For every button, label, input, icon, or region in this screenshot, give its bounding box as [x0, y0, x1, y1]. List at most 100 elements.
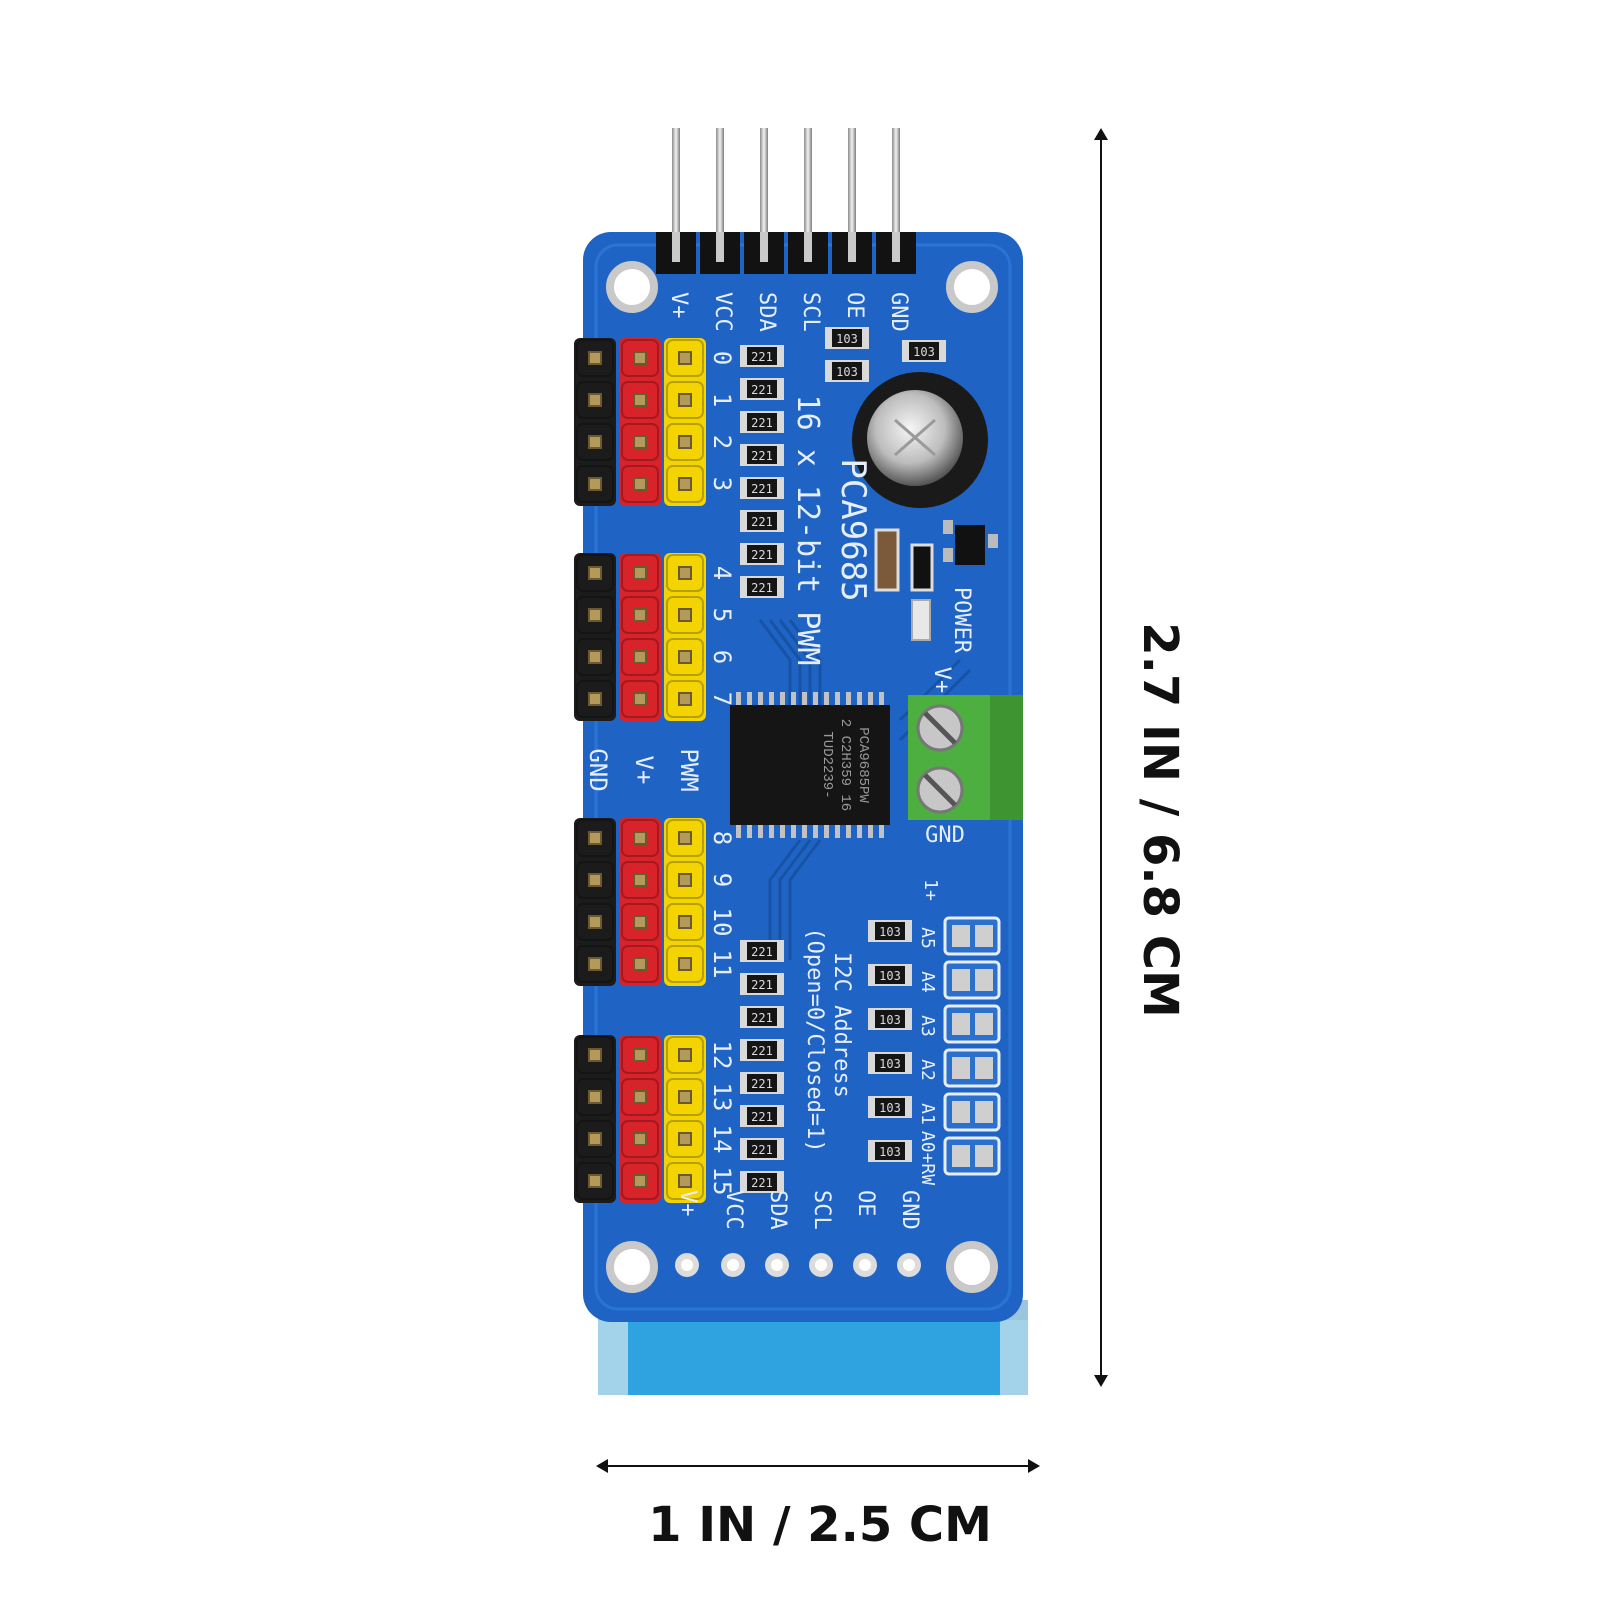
header-pin — [672, 128, 680, 258]
resistor-label: 103 — [879, 1057, 901, 1071]
channel-number: 10 — [708, 908, 736, 937]
column-label: V+ — [630, 756, 658, 785]
servo-header-pin — [588, 957, 602, 971]
terminal-gnd-label: GND — [925, 823, 965, 848]
servo-header-cell — [666, 465, 704, 503]
header-pin-base — [848, 232, 856, 262]
servo-header-cell — [621, 465, 659, 503]
mounting-hole — [606, 1241, 658, 1293]
header-pin-base — [716, 232, 724, 262]
channel-number: 2 — [708, 435, 736, 449]
mounting-hole — [946, 1241, 998, 1293]
resistor-label: 221 — [751, 1011, 773, 1025]
servo-header-pin — [588, 831, 602, 845]
servo-header-cell — [576, 1162, 614, 1200]
servo-header-pin — [678, 351, 692, 365]
servo-header-pin — [588, 650, 602, 664]
channel-number: 5 — [708, 608, 736, 622]
resistor-top — [875, 1098, 905, 1116]
resistor-label: 103 — [879, 1145, 901, 1159]
ic-leg — [868, 692, 873, 706]
servo-header-cell — [621, 1078, 659, 1116]
resistor-label: 221 — [751, 978, 773, 992]
resistor-top — [747, 1107, 777, 1125]
bottom-pin-label: SCL — [809, 1190, 834, 1230]
servo-header-cell — [621, 945, 659, 983]
resistor-label: 103 — [879, 1101, 901, 1115]
channel-number: 1 — [708, 393, 736, 407]
ic-leg — [835, 824, 840, 838]
servo-header-cell — [576, 554, 614, 592]
servo-header-cell — [576, 339, 614, 377]
channel-number: 13 — [708, 1083, 736, 1112]
servo-header-pin — [633, 1174, 647, 1188]
servo-header-pin — [678, 608, 692, 622]
servo-header-cell — [666, 1120, 704, 1158]
servo-header-pin — [633, 873, 647, 887]
servo-header-pin — [588, 435, 602, 449]
channel-number: 11 — [708, 950, 736, 979]
servo-header-cell — [666, 1078, 704, 1116]
ic-leg — [802, 824, 807, 838]
pin-hole — [727, 1259, 739, 1271]
ic-leg — [846, 824, 851, 838]
board-subtitle: 16 x 12-bit PWM — [790, 395, 825, 666]
ic-leg — [824, 692, 829, 706]
servo-header-pin — [633, 351, 647, 365]
servo-header-pin — [678, 915, 692, 929]
servo-header-cell — [666, 861, 704, 899]
resistor-label: 103 — [836, 365, 858, 379]
servo-header-cell — [576, 381, 614, 419]
address-pad-contact — [975, 969, 993, 991]
servo-header-column — [664, 1035, 706, 1203]
mounting-hole — [946, 261, 998, 313]
channel-number: 7 — [708, 692, 736, 706]
servo-header-cell — [576, 596, 614, 634]
servo-header-pin — [633, 957, 647, 971]
servo-headers — [574, 338, 706, 1203]
resistor-top — [875, 966, 905, 984]
top-pin-label: V+ — [666, 292, 691, 319]
resistor-top — [747, 975, 777, 993]
servo-header-pin — [588, 1048, 602, 1062]
resistor-label: 103 — [879, 969, 901, 983]
address-top-label: 1+ — [920, 879, 941, 901]
screw-terminal — [908, 695, 1023, 820]
width-dimension-label: 1 IN / 2.5 CM — [648, 1497, 992, 1553]
top-pin-label: GND — [886, 292, 911, 332]
servo-header-pin — [678, 873, 692, 887]
address-pad-contact — [952, 969, 970, 991]
pin-hole — [771, 1259, 783, 1271]
resistor-top — [875, 1054, 905, 1072]
resistor-top — [832, 362, 862, 380]
svg-text:PCA9685PW: PCA9685PW — [855, 727, 871, 803]
servo-header-cell — [621, 381, 659, 419]
servo-header-pin — [588, 692, 602, 706]
servo-header-cell — [576, 1036, 614, 1074]
servo-header-pin — [678, 1174, 692, 1188]
resistor-label: 103 — [879, 925, 901, 939]
servo-header-cell — [666, 903, 704, 941]
channel-number: 8 — [708, 831, 736, 845]
servo-header-pin — [678, 393, 692, 407]
channel-number: 3 — [708, 477, 736, 491]
servo-header-cell — [621, 680, 659, 718]
resistor-label: 221 — [751, 383, 773, 397]
servo-header-pin — [678, 692, 692, 706]
servo-header-cell — [666, 819, 704, 857]
servo-header-cell — [666, 339, 704, 377]
header-pin-base — [892, 232, 900, 262]
servo-header-cell — [621, 1120, 659, 1158]
servo-header-cell — [666, 945, 704, 983]
ic-leg — [824, 824, 829, 838]
pin-hole — [903, 1259, 915, 1271]
resistor-top — [747, 578, 777, 596]
servo-header-cell — [621, 554, 659, 592]
servo-header-cell — [666, 638, 704, 676]
ic-leg — [747, 692, 752, 706]
width-dimension-line — [596, 1459, 1040, 1473]
servo-header-pin — [678, 1090, 692, 1104]
